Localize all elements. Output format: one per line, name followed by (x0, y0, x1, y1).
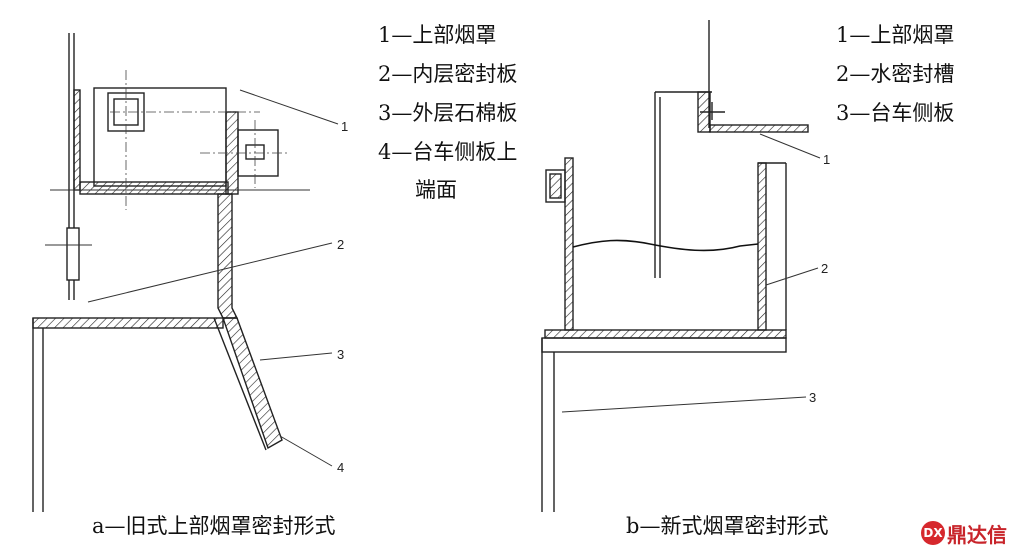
new-design-caption: b—新式烟罩密封形式 (626, 514, 829, 538)
old-callout-3: 3 (337, 347, 344, 362)
old-legend-4-cont: 端面 (415, 178, 457, 202)
old-callout-4: 4 (337, 460, 344, 475)
old-design-caption: a—旧式上部烟罩密封形式 (92, 514, 336, 538)
new-legend-3: 3—台车侧板 (836, 101, 955, 125)
new-callout-2: 2 (821, 261, 828, 276)
old-legend-3: 3—外层石棉板 (378, 101, 518, 125)
watermark-text: 鼎达信 (947, 522, 1007, 547)
old-seal-drawing (32, 33, 339, 512)
old-legend-2: 2—内层密封板 (378, 62, 518, 86)
old-callout-1: 1 (341, 119, 348, 134)
brand-seal-icon: DX (921, 521, 945, 545)
watermark-logo: DX 鼎达信 (921, 518, 1007, 548)
new-seal-drawing (541, 20, 821, 512)
old-callout-2: 2 (337, 237, 344, 252)
new-legend-2: 2—水密封槽 (836, 62, 955, 86)
old-legend-4: 4—台车侧板上 (378, 140, 518, 164)
new-callout-3: 3 (809, 390, 816, 405)
new-legend-1: 1—上部烟罩 (836, 23, 955, 47)
new-callout-1: 1 (823, 152, 830, 167)
old-legend-1: 1—上部烟罩 (378, 23, 497, 47)
